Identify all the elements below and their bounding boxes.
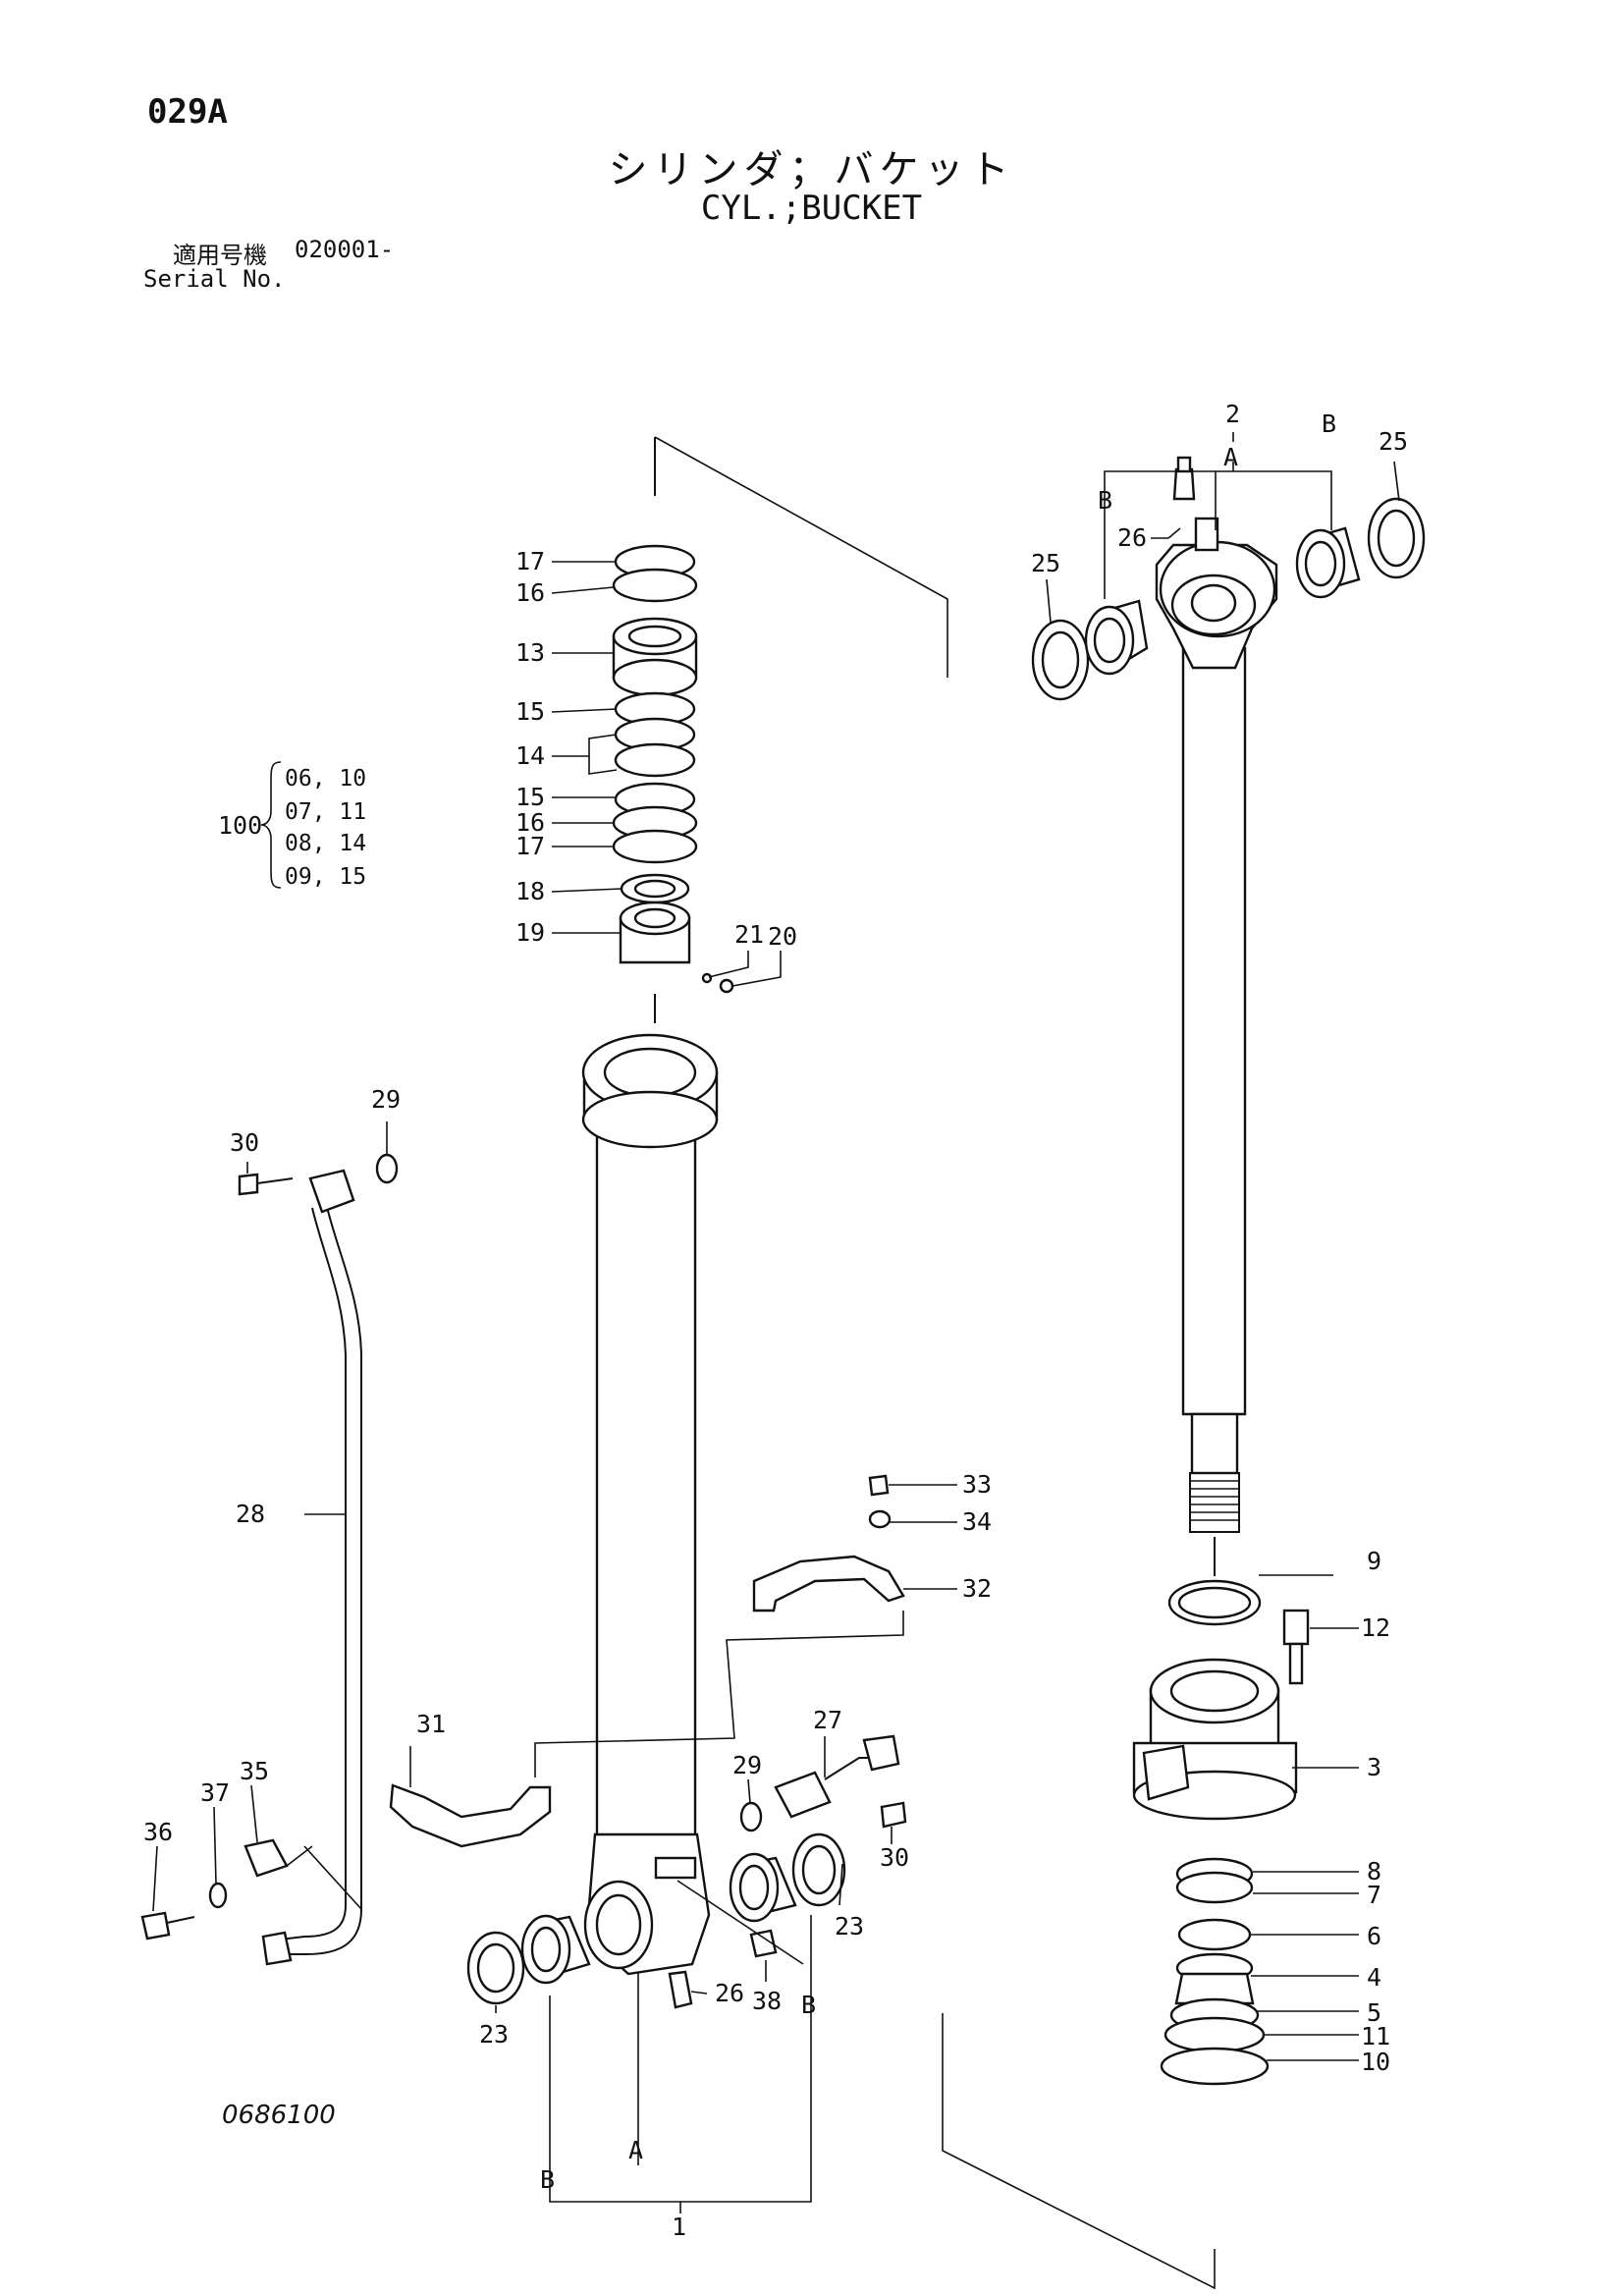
callout-26a: 26 [1117, 523, 1147, 552]
callout-16b: 16 [515, 808, 545, 837]
clamp-assemblies [140, 1474, 907, 1941]
callout-17b: 17 [515, 832, 545, 860]
callout-20: 20 [768, 922, 797, 951]
callout-rod-A: A [1223, 443, 1238, 471]
callout-6: 6 [1367, 1922, 1381, 1950]
callout-tube-B2: B [540, 2165, 555, 2194]
piston-rod-assembly [1155, 517, 1278, 1576]
piston-assembly [612, 437, 734, 1023]
callout-15a: 15 [515, 697, 545, 726]
callout-9: 9 [1367, 1547, 1381, 1575]
callout-14: 14 [515, 741, 545, 770]
kit-row-1: 06, 10 [285, 766, 366, 792]
callout-16a: 16 [515, 578, 545, 607]
callout-31: 31 [416, 1710, 446, 1738]
callout-rod-B2: B [1322, 410, 1336, 438]
callout-25a: 25 [1031, 549, 1060, 577]
kit-row-4: 09, 15 [285, 864, 366, 890]
callout-21: 21 [734, 920, 764, 949]
callout-32: 32 [962, 1574, 992, 1603]
callout-12: 12 [1361, 1613, 1390, 1642]
callout-25b: 25 [1379, 427, 1408, 456]
callout-2: 2 [1225, 400, 1240, 428]
pipe-assembly [238, 1153, 399, 1966]
callout-18: 18 [515, 877, 545, 905]
callout-7: 7 [1367, 1881, 1381, 1909]
tube-end-bushings [466, 1832, 846, 2009]
callout-19: 19 [515, 918, 545, 947]
kit-100-composition: 100 06, 10 07, 11 08, 14 09, 15 [218, 766, 366, 890]
callout-23a: 23 [479, 2020, 509, 2049]
callout-29a: 29 [371, 1085, 401, 1114]
callout-rod-B1: B [1098, 486, 1112, 515]
kit-row-3: 08, 14 [285, 831, 366, 856]
callout-10: 10 [1361, 2048, 1390, 2076]
assembly-guide-lines [260, 432, 1332, 2290]
page-code: 029A [147, 92, 228, 132]
serial-label-japanese: 適用号機 [173, 242, 267, 269]
title-english: CYL.;BUCKET [700, 189, 923, 228]
callout-3: 3 [1367, 1753, 1381, 1781]
callout-1: 1 [672, 2213, 686, 2241]
title-japanese: シリンダ；バケット [608, 147, 1015, 192]
callout-4: 4 [1367, 1963, 1381, 1992]
kit-number: 100 [218, 811, 262, 840]
drawing-number: 0686100 [222, 2101, 336, 2130]
serial-label-english: Serial No. [143, 265, 286, 293]
callout-35: 35 [240, 1757, 269, 1785]
callout-tube-A: A [628, 2136, 643, 2164]
callout-37: 37 [200, 1778, 230, 1807]
rod-eye-bushings [1031, 456, 1426, 701]
callout-38: 38 [752, 1987, 782, 2015]
callout-17a: 17 [515, 547, 545, 575]
callout-36: 36 [143, 1818, 173, 1846]
kit-row-2: 07, 11 [285, 799, 366, 825]
leader-lines [152, 461, 1400, 2190]
callout-15b: 15 [515, 783, 545, 811]
callout-29b: 29 [732, 1751, 762, 1779]
callout-27: 27 [813, 1706, 842, 1734]
serial-number-value: 020001- [295, 236, 395, 263]
callout-13: 13 [515, 638, 545, 667]
callout-8: 8 [1367, 1857, 1381, 1886]
callout-33: 33 [962, 1470, 992, 1499]
callout-28: 28 [236, 1500, 265, 1528]
cylinder-tube [581, 1033, 719, 1976]
callout-labels: 17 16 13 15 14 15 16 17 18 19 21 20 2 A … [143, 400, 1408, 2241]
callout-30a: 30 [230, 1128, 259, 1157]
callout-23b: 23 [835, 1912, 864, 1941]
callout-34: 34 [962, 1507, 992, 1536]
callout-tube-B1: B [801, 1991, 816, 2019]
cylinder-head-assembly [1132, 1579, 1310, 2086]
callout-5: 5 [1367, 1998, 1381, 2027]
callout-30b: 30 [880, 1843, 909, 1872]
callout-11: 11 [1361, 2022, 1390, 2050]
callout-26b: 26 [715, 1979, 744, 2007]
